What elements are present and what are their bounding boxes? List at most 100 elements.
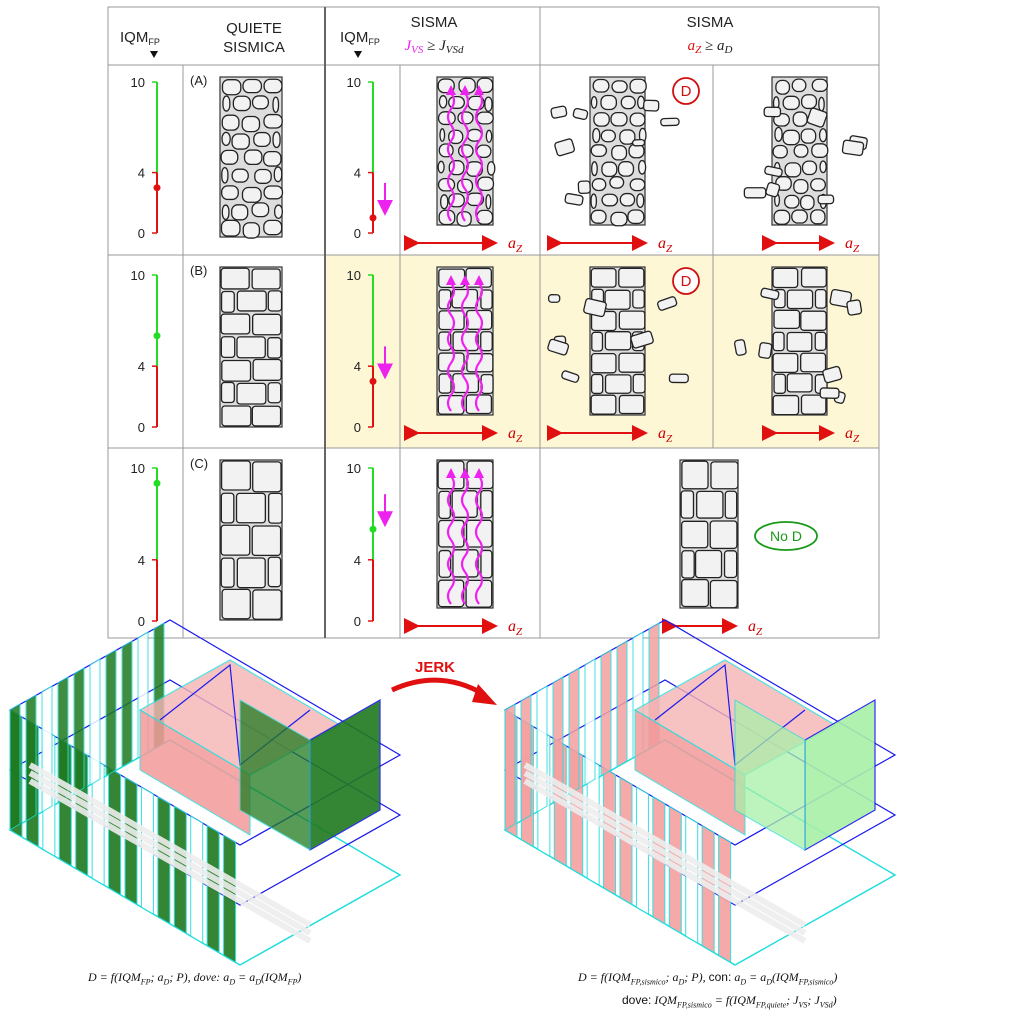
fallen-stone	[758, 342, 773, 359]
stone	[438, 143, 454, 158]
stone	[592, 78, 610, 93]
wall-panel	[718, 834, 732, 964]
stone	[235, 492, 266, 524]
jerk-wave	[446, 475, 456, 605]
stone	[241, 186, 262, 203]
stone	[221, 166, 229, 184]
masonry-wall	[436, 459, 494, 609]
fallen-stone	[668, 373, 689, 384]
stone	[800, 94, 818, 110]
stone	[680, 490, 695, 519]
stone	[681, 460, 709, 490]
stone	[772, 144, 788, 159]
stone	[486, 161, 496, 176]
stone	[220, 219, 241, 237]
stone	[220, 313, 251, 335]
stone	[236, 290, 267, 312]
wave-arrowhead-icon	[460, 468, 470, 478]
damage-label: D	[681, 273, 692, 290]
stone	[811, 143, 829, 158]
wall-panel	[89, 658, 101, 786]
stone	[252, 589, 282, 620]
jerk-condition: JVS ≥ JVSd	[404, 38, 464, 56]
wave-arrowhead-icon	[474, 275, 484, 285]
stone	[791, 78, 807, 93]
stone	[457, 144, 474, 158]
jerk-wave	[446, 92, 456, 222]
wall-red-block	[634, 709, 746, 836]
masonry-wall	[547, 266, 689, 416]
sisma-label-jerk: SISMA	[411, 14, 458, 31]
wall-panel	[105, 649, 117, 777]
stone	[220, 460, 252, 491]
stone	[801, 160, 818, 176]
stone	[439, 128, 446, 142]
jerk-label: JERK	[415, 659, 455, 676]
stone	[818, 96, 825, 112]
fallen-stone	[829, 288, 853, 308]
stone	[772, 267, 799, 289]
triangle-down-icon	[354, 51, 362, 58]
stone	[465, 519, 493, 548]
stone	[437, 394, 465, 415]
stone	[220, 267, 250, 290]
stone	[627, 209, 645, 225]
jerk-wave	[474, 282, 484, 412]
fallen-stone	[547, 294, 561, 303]
wall-panel	[568, 667, 580, 795]
stone	[591, 161, 598, 177]
formula-right-1: D = f(IQMFP,sismico; aD; P), con: aD = a…	[578, 970, 838, 987]
wall-panel	[520, 694, 532, 822]
stone	[267, 556, 282, 588]
stone	[629, 178, 646, 192]
iqm-header-1: IQMFP	[120, 29, 160, 47]
wall-panel	[504, 703, 516, 831]
wing-wall	[734, 699, 806, 851]
stone	[222, 95, 231, 112]
stone	[438, 519, 465, 548]
stone	[800, 352, 827, 373]
scale-tick-label: 0	[354, 226, 361, 241]
stone	[438, 310, 465, 331]
stone	[593, 112, 610, 127]
row-label: (A)	[190, 73, 207, 88]
fallen-stone	[764, 165, 783, 178]
no-damage-badge	[754, 521, 818, 551]
stone	[818, 128, 828, 143]
fallen-stone	[583, 297, 607, 318]
stone	[793, 178, 809, 195]
stone	[632, 289, 645, 309]
stone	[477, 176, 495, 192]
stone	[480, 549, 493, 579]
fallen-stone	[817, 194, 835, 205]
stone	[272, 96, 280, 113]
stone	[452, 549, 479, 578]
fallen-stone	[765, 181, 781, 198]
jerk-wave	[460, 92, 470, 222]
stone	[782, 95, 800, 111]
stone	[611, 80, 628, 94]
building-model	[8, 619, 402, 966]
fallen-stone	[760, 287, 780, 301]
stone	[814, 331, 827, 351]
stone	[263, 113, 283, 129]
stone	[611, 144, 628, 161]
fallen-stone	[657, 296, 678, 311]
fallen-stone	[577, 180, 591, 195]
scale-tick-label: 4	[354, 166, 361, 181]
damage-badge	[672, 77, 700, 105]
formula-right-2: dove: IQMFP,sismico = f(IQMFP,quiete; JV…	[622, 993, 837, 1010]
wall-panel	[206, 824, 220, 954]
fallen-stone	[550, 105, 568, 119]
scale-tick-label: 10	[131, 75, 145, 90]
stone	[252, 358, 282, 381]
jerk-wave	[460, 282, 470, 412]
stone	[221, 114, 240, 131]
stone	[601, 161, 618, 178]
stone	[263, 219, 283, 236]
stone	[251, 95, 270, 110]
scale-tick-label: 4	[138, 166, 145, 181]
stone	[272, 131, 281, 149]
stone	[220, 185, 239, 201]
